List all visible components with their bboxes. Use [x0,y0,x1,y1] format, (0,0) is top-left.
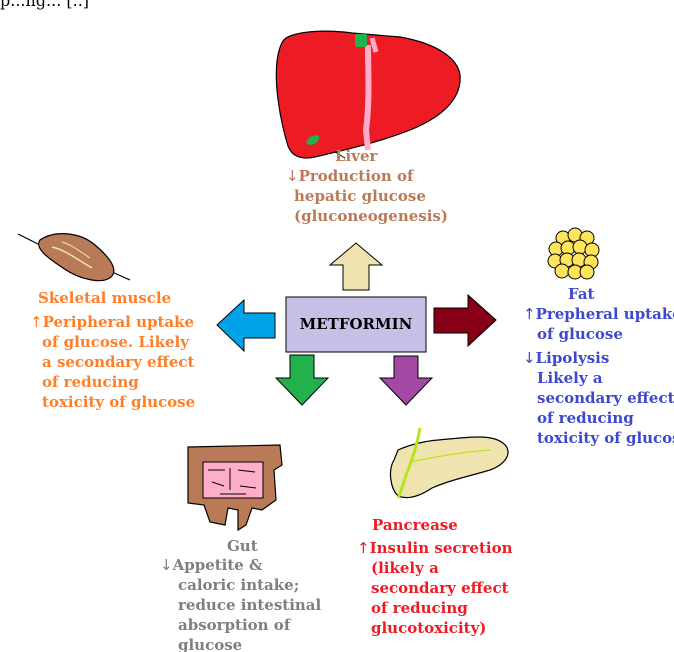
pancreas-title: Pancrease [372,516,458,534]
down-arrow-icon: ↓ [160,556,173,574]
pancreas-effect-text: ↑Insulin secretion (likely a secondary e… [357,539,513,637]
fat-uptake-text: ↑Prepheral uptake of glucose [523,305,674,343]
metformin-box [285,296,427,353]
up-arrow-icon: ↑ [357,539,370,557]
muscle-title: Skeletal muscle [38,289,172,307]
top-cut-text: p...ng... [..] [0,0,90,10]
gut-icon [187,444,283,532]
arrow-down-to-gut [274,354,330,406]
gut-title: Gut [227,537,258,555]
muscle-effect-text: ↑Peripheral uptake of glucose. Likely a … [30,313,196,411]
arrow-down-to-pancreas [378,355,434,406]
skeletal-muscle-icon [17,233,131,282]
up-arrow-icon: ↑ [523,305,536,323]
fat-lipolysis-text: ↓Lipolysis Likely a secondary effect of … [523,349,674,447]
fat-title: Fat [568,285,595,303]
up-arrow-icon: ↑ [30,313,43,331]
arrow-up-to-liver [328,242,384,291]
arrow-left-to-muscle [216,298,276,353]
liver-icon [275,30,461,159]
down-arrow-icon: ↓ [523,349,536,367]
liver-title: Liver [335,147,378,165]
down-arrow-icon: ↓ [286,167,299,185]
gut-effect-text: ↓Appetite & caloric intake; reduce intes… [160,556,322,652]
fat-icon [547,227,600,280]
pancreas-icon [389,427,509,499]
metformin-label: METFORMIN [299,315,413,333]
arrow-right-to-fat [433,293,497,348]
liver-effect-text: ↓Production of hepatic glucose (gluconeo… [286,167,448,225]
